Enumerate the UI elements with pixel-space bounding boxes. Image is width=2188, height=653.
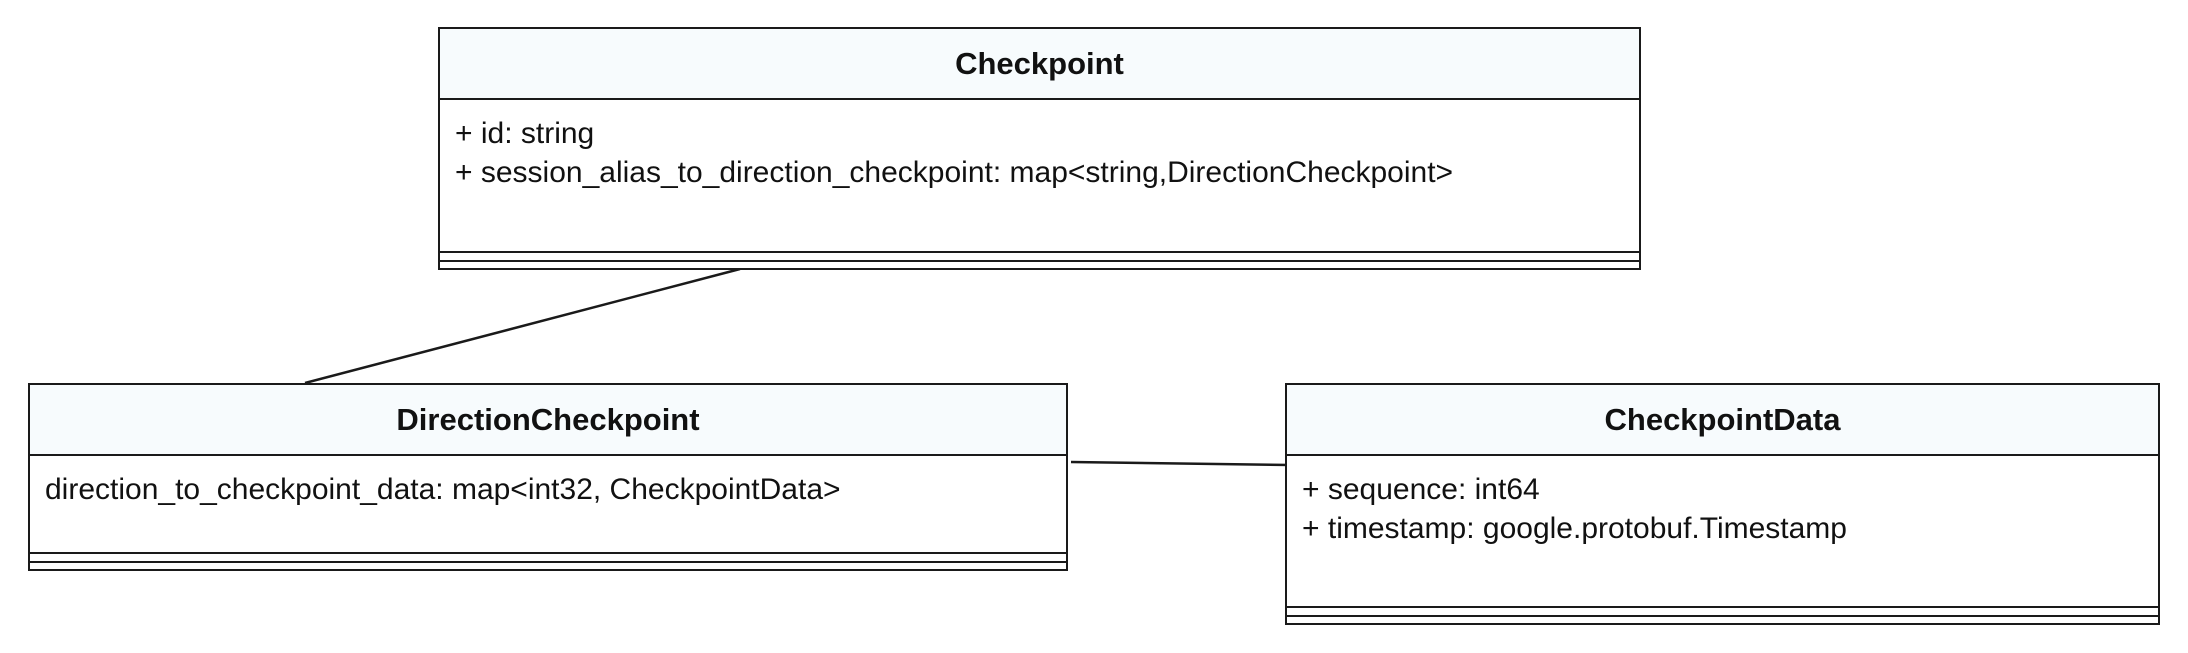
class-name: Checkpoint (955, 45, 1124, 81)
attribute: direction_to_checkpoint_data: map<int32,… (45, 473, 841, 506)
class-checkpoint[interactable]: Checkpoint + id: string + session_alias_… (438, 27, 1641, 270)
class-header: CheckpointData (1287, 385, 2158, 456)
attributes-compartment: + id: string + session_alias_to_directio… (440, 100, 1639, 251)
operations-compartment (30, 552, 1066, 569)
attributes-compartment: + sequence: int64 + timestamp: google.pr… (1287, 456, 2158, 606)
attributes-compartment: direction_to_checkpoint_data: map<int32,… (30, 456, 1066, 552)
class-name: DirectionCheckpoint (396, 401, 700, 437)
class-directioncheckpoint[interactable]: DirectionCheckpoint direction_to_checkpo… (28, 383, 1068, 571)
attribute: + id: string (455, 117, 595, 150)
attribute: + timestamp: google.protobuf.Timestamp (1302, 512, 1847, 545)
operations-compartment (440, 251, 1639, 268)
attribute: + session_alias_to_direction_checkpoint:… (455, 156, 1454, 189)
operations-compartment (1287, 606, 2158, 623)
attribute: + sequence: int64 (1302, 473, 1540, 506)
association-checkpoint-to-directioncheckpoint (304, 267, 741, 385)
class-checkpointdata[interactable]: CheckpointData + sequence: int64 + times… (1285, 383, 2160, 625)
class-name: CheckpointData (1604, 401, 1841, 437)
class-header: DirectionCheckpoint (30, 385, 1066, 456)
class-header: Checkpoint (440, 29, 1639, 100)
association-directioncheckpoint-to-checkpointdata (1070, 460, 1291, 467)
